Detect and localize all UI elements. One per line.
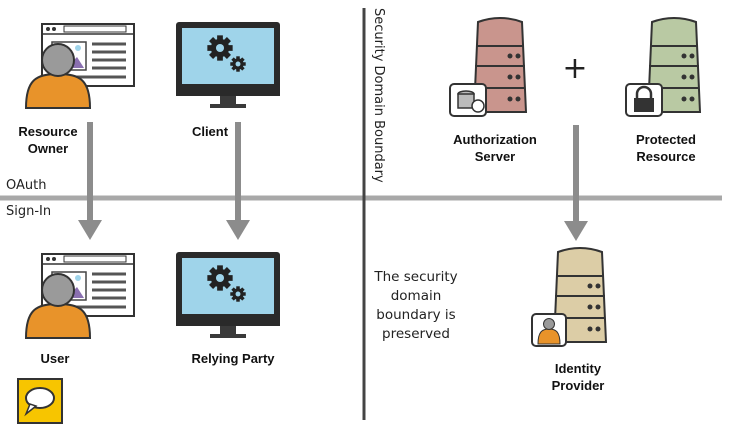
- arrow-client-to-rp-head: [226, 220, 250, 240]
- arrow-owner-to-user-shaft: [87, 122, 93, 222]
- server-with-lock-icon: [625, 17, 702, 117]
- server-with-person-icon: [531, 247, 608, 347]
- user-label: User: [40, 351, 70, 366]
- boundary-preserved-note: The security domain boundary is preserve…: [374, 269, 458, 342]
- signin-band-label: Sign-In: [6, 204, 52, 219]
- person-with-browser-icon: [25, 252, 136, 339]
- monitor-gears-icon: [176, 252, 280, 338]
- person-with-browser-icon: [25, 22, 136, 109]
- server-icon: [449, 17, 528, 117]
- oauth-band-label: OAuth: [6, 178, 47, 193]
- arrow-authz-to-idp-head: [564, 221, 588, 241]
- arrow-owner-to-user-head: [78, 220, 102, 240]
- resource-owner-label: Resource Owner: [18, 124, 78, 156]
- arrow-client-to-rp-shaft: [235, 122, 241, 222]
- security-domain-boundary-label: Security Domain Boundary: [371, 8, 386, 183]
- plus-symbol: +: [562, 51, 587, 86]
- relying-party-label: Relying Party: [191, 351, 275, 366]
- client-label: Client: [191, 124, 229, 139]
- arrow-authz-to-idp-shaft: [573, 125, 579, 223]
- authorization-server-label: Authorization Server: [453, 132, 537, 164]
- identity-provider-label: Identity Provider: [551, 361, 605, 393]
- speech-bubble-icon: [17, 378, 63, 424]
- monitor-gears-icon: [176, 22, 280, 108]
- protected-resource-label: Protected Resource: [636, 132, 696, 164]
